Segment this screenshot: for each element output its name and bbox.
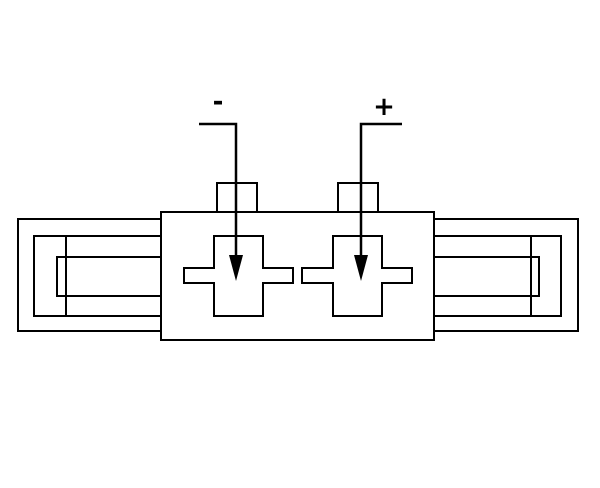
positive-contact-slot [301, 235, 413, 317]
negative-arrowhead [229, 255, 243, 281]
positive-lead-arrow [354, 122, 402, 281]
negative-contact-slot [183, 235, 294, 317]
positive-label: + [373, 92, 395, 122]
right-rail [432, 218, 579, 332]
negative-lead-arrow [199, 122, 243, 281]
positive-terminal-post [337, 182, 379, 213]
positive-arrowhead [354, 255, 368, 281]
left-rail [17, 218, 166, 332]
left-rail-inner [56, 256, 166, 297]
right-rail-inner [432, 256, 540, 297]
negative-label: - [213, 87, 224, 117]
